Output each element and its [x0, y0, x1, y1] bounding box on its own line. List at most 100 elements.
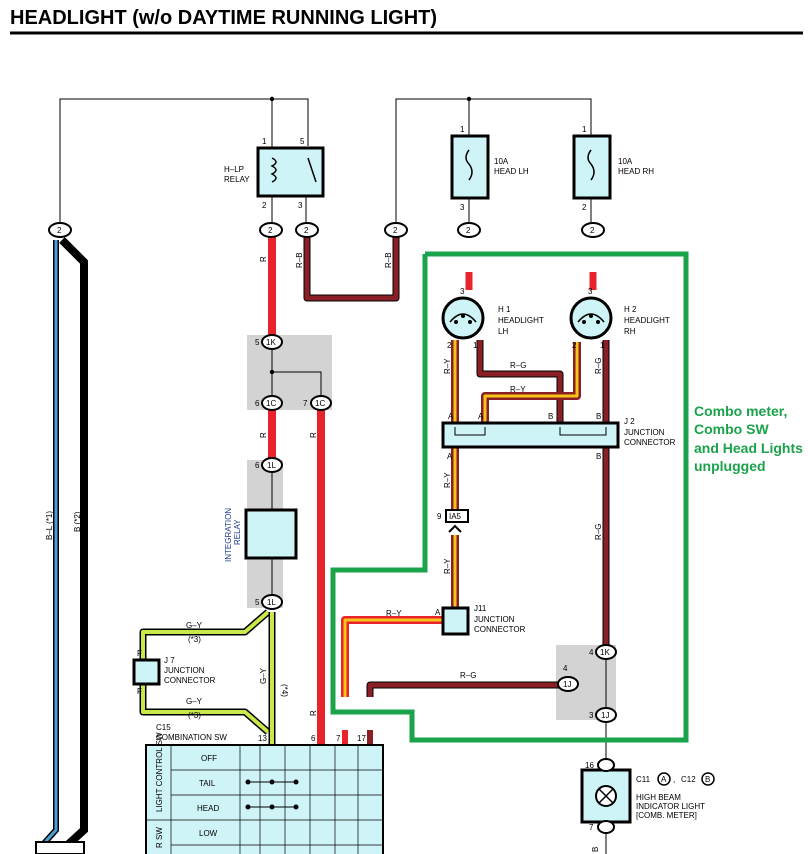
- pin-label: 1: [600, 341, 605, 350]
- junction-dot: [269, 369, 275, 375]
- wire-label: B (*2): [73, 511, 82, 532]
- j2-name2: CONNECTOR: [624, 438, 676, 447]
- connector-label: 2: [466, 226, 471, 235]
- pin-label: 2: [262, 201, 267, 210]
- j2-name: JUNCTION: [624, 428, 665, 437]
- wire-label: R–B: [384, 252, 393, 268]
- relay-name: H–LP: [224, 165, 244, 174]
- switch-id: C15: [156, 723, 171, 732]
- headlight-side: LH: [498, 327, 508, 336]
- j2-id: J 2: [624, 417, 635, 426]
- j2-link: [559, 427, 607, 436]
- wire-label: R–G: [510, 361, 526, 370]
- pin-label: 6: [255, 461, 260, 470]
- ia5-connector: [445, 509, 469, 523]
- j11-name: JUNCTION: [474, 615, 515, 624]
- connector-label: IA5: [449, 512, 462, 521]
- relay-switch-icon: [307, 157, 317, 183]
- switch-row-label: TAIL: [199, 779, 216, 788]
- meter-connector: [597, 758, 615, 772]
- separator: ,: [673, 775, 675, 784]
- junction-dot: [269, 96, 275, 102]
- thin-wires: [59, 98, 607, 854]
- connector-label: 1K: [266, 338, 276, 347]
- pin-label: 5: [300, 137, 305, 146]
- wire-label: R–Y: [386, 609, 402, 618]
- ground-connector: [35, 841, 85, 854]
- headlight-rh: [569, 296, 613, 340]
- wire-label: G–Y: [186, 697, 203, 706]
- connector-label: 1L: [267, 461, 276, 470]
- j11-junction-connector: [441, 606, 470, 636]
- fuse-icon: [587, 149, 595, 181]
- pin-label: 16: [585, 761, 594, 770]
- j7-name2: CONNECTOR: [164, 676, 216, 685]
- headlight-id: H 2: [624, 305, 637, 314]
- integration-relay-name2: RELAY: [233, 519, 242, 545]
- integration-relay: [244, 508, 298, 560]
- integration-relay-name: INTEGRATION: [224, 508, 233, 562]
- annotation-outline: [330, 251, 689, 743]
- connector-code: B: [705, 775, 710, 784]
- annotation-line: Combo SW: [694, 421, 769, 437]
- pin-label: 2: [572, 341, 577, 350]
- lamp-icon: [598, 788, 614, 804]
- pin-label: 1: [460, 125, 465, 134]
- pin-label: A: [435, 608, 441, 617]
- switch-contact-dots: [245, 779, 299, 810]
- pin-label: 5: [255, 338, 260, 347]
- yellow-wires: [341, 340, 581, 746]
- pin-label: 7: [336, 734, 341, 743]
- green-wires: [139, 609, 276, 745]
- pin-label: 6: [311, 734, 316, 743]
- pin-label: 3: [589, 711, 594, 720]
- pin-label: 3: [460, 287, 465, 296]
- j7-junction-connector: [132, 658, 161, 686]
- connector-arrow-icon: [448, 524, 462, 533]
- wire-label: R: [309, 710, 318, 716]
- switch-group-label: R SW: [155, 827, 164, 848]
- pin-label: 9: [437, 512, 442, 521]
- wire-label: R: [259, 256, 268, 262]
- pin-label: 1: [582, 125, 587, 134]
- wire-label: B–L (*1): [45, 511, 54, 540]
- relay-type: RELAY: [224, 175, 250, 184]
- wire-label: R–G: [594, 524, 603, 540]
- connector-a-badge: [657, 772, 671, 786]
- connector-label: 2: [57, 226, 62, 235]
- j7-name: JUNCTION: [164, 666, 205, 675]
- wire-label: R–Y: [443, 472, 452, 488]
- annotation-line: Combo meter,: [694, 403, 787, 419]
- connector-label: 1C: [266, 399, 276, 408]
- wire-label: R: [309, 432, 318, 438]
- fuse-icon: [465, 149, 473, 181]
- pin-label: 3: [298, 201, 303, 210]
- wire-label: G–Y: [259, 667, 268, 684]
- connector-label: 1L: [267, 598, 276, 607]
- note-label: (*3): [188, 635, 201, 644]
- connector-label: 2: [393, 226, 398, 235]
- wire-label: R–Y: [443, 558, 452, 574]
- connector-label: 1J: [563, 680, 571, 689]
- pin-label: 7: [589, 823, 594, 832]
- connector-1k-1c: [261, 334, 617, 723]
- wire-label: G–Y: [186, 621, 203, 630]
- note-label: (*4): [280, 684, 289, 697]
- pin-label: 13: [258, 734, 267, 743]
- pin-label: 5: [255, 598, 260, 607]
- headlight-lh: [441, 296, 485, 340]
- annotation-line: and Head Lights: [694, 440, 803, 456]
- switch-row-label: LOW: [199, 829, 218, 838]
- j11-id: J11: [474, 604, 487, 613]
- connector-label: 2: [590, 226, 595, 235]
- dark-red-wires: [303, 236, 610, 746]
- connector-label: 1C: [315, 399, 325, 408]
- wire-label: B: [591, 847, 600, 852]
- pin-label: 3: [460, 203, 465, 212]
- wire-label: R–B: [295, 252, 304, 268]
- red-wires: [268, 236, 325, 745]
- pin-label: 4: [563, 664, 568, 673]
- wire-label: R–G: [460, 671, 476, 680]
- switch-row-label: HEAD: [197, 804, 219, 813]
- pin-label: B: [596, 412, 601, 421]
